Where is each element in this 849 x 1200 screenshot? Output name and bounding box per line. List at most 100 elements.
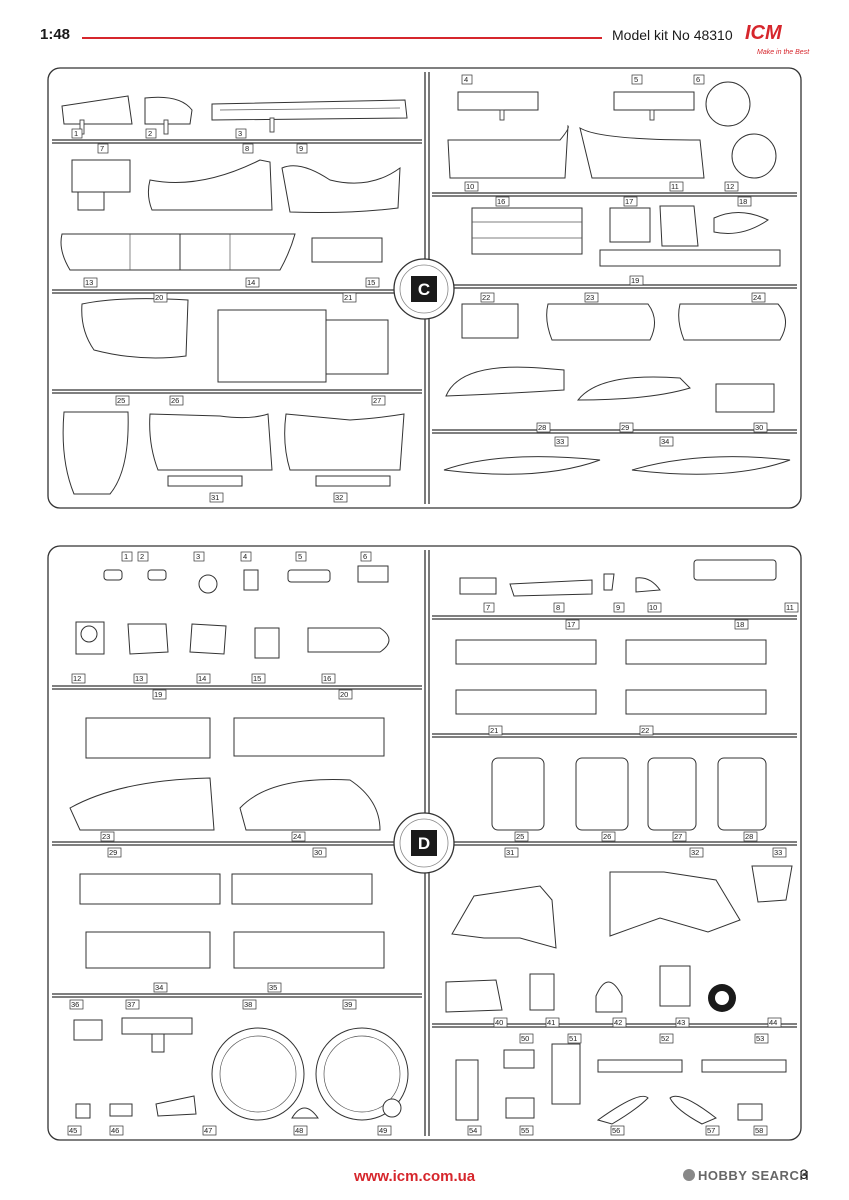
sprue-d-part-label: 3	[193, 551, 205, 562]
sprue-d-part-label: 33	[772, 847, 787, 858]
sprue-d-part-label: 41	[545, 1017, 560, 1028]
sprue-c-frame	[47, 67, 802, 509]
svg-text:28: 28	[745, 832, 753, 841]
sprue-d-part-label: 45	[67, 1125, 82, 1136]
sprue-d-part-label: 5	[295, 551, 307, 562]
sprue-c-part-label: 10	[464, 181, 479, 192]
sprue-d-part-label: 29	[107, 847, 122, 858]
sprue-d-part-label: 21	[488, 725, 503, 736]
svg-text:26: 26	[603, 832, 611, 841]
sprue-d-part-label: 28	[743, 831, 758, 842]
sprue-c	[47, 67, 802, 509]
svg-text:25: 25	[117, 396, 125, 405]
sprue-c-part-label: 15	[365, 277, 380, 288]
sprue-d-part-label: 38	[242, 999, 257, 1010]
sprue-c-part-labels: 1 2 3 4 5 6 7 8 9 10 11 12 13 14 15 16 1…	[71, 74, 768, 503]
sprue-d-part-label: 18	[734, 619, 749, 630]
svg-text:52: 52	[661, 1034, 669, 1043]
svg-text:18: 18	[736, 620, 744, 629]
svg-text:11: 11	[786, 603, 794, 612]
sprue-d-part-label: 31	[504, 847, 519, 858]
sprue-c-part-label: 16	[495, 196, 510, 207]
sprue-d-part-label: 36	[69, 999, 84, 1010]
sprue-c-part-label: 23	[584, 292, 599, 303]
sprue-c-part-label: 28	[536, 422, 551, 433]
sprue-d-part-label: 35	[267, 982, 282, 993]
sprue-d-part-label: 56	[610, 1125, 625, 1136]
svg-text:5: 5	[634, 75, 638, 84]
svg-text:27: 27	[373, 396, 381, 405]
svg-text:12: 12	[73, 674, 81, 683]
sprue-c-part-label: 2	[145, 128, 157, 139]
sprue-d-part-label: 26	[601, 831, 616, 842]
svg-text:20: 20	[340, 690, 348, 699]
svg-text:12: 12	[726, 182, 734, 191]
sprue-c-part-label: 33	[554, 436, 569, 447]
sprue-c-part-label: 6	[693, 74, 705, 85]
svg-text:23: 23	[102, 832, 110, 841]
sprue-c-part-label: 17	[623, 196, 638, 207]
sprue-d-part-label: 23	[100, 831, 115, 842]
sprue-c-part-label: 22	[480, 292, 495, 303]
svg-text:51: 51	[569, 1034, 577, 1043]
sprue-c-part-label: 3	[235, 128, 247, 139]
svg-text:19: 19	[631, 276, 639, 285]
sprue-c-part-label: 5	[631, 74, 643, 85]
svg-text:43: 43	[677, 1018, 685, 1027]
svg-text:28: 28	[538, 423, 546, 432]
watermark-text: HOBBY SEARCH	[698, 1168, 810, 1183]
svg-text:24: 24	[293, 832, 301, 841]
svg-text:11: 11	[671, 182, 679, 191]
sprue-d-part-labels: 1 2 3 4 5 6 7 8 9 10 11 12 13 14 15 16 1…	[67, 551, 799, 1136]
logo-tagline: Make in the Best	[757, 49, 810, 56]
svg-text:21: 21	[490, 726, 498, 735]
svg-text:41: 41	[547, 1018, 555, 1027]
sprue-d-part-label: 49	[377, 1125, 392, 1136]
sprue-d-frame	[47, 545, 802, 1141]
svg-text:14: 14	[198, 674, 206, 683]
svg-text:20: 20	[155, 293, 163, 302]
website-link[interactable]: www.icm.com.ua	[354, 1168, 476, 1185]
sprue-d-part-label: 43	[675, 1017, 690, 1028]
sprue-d-part-label: 7	[483, 602, 495, 613]
svg-text:9: 9	[616, 603, 620, 612]
svg-text:29: 29	[109, 848, 117, 857]
sprue-d-part-label: 48	[293, 1125, 308, 1136]
icm-logo: ICM Make in the Best	[733, 20, 813, 64]
sprue-d-part-label: 24	[291, 831, 306, 842]
sprue-d-part-label: 1	[121, 551, 133, 562]
sprue-d-part-label: 2	[137, 551, 149, 562]
sprue-c-part-label: 11	[669, 181, 684, 192]
svg-text:17: 17	[567, 620, 575, 629]
svg-text:2: 2	[140, 552, 144, 561]
sprue-c-part-label: 13	[83, 277, 98, 288]
svg-text:9: 9	[299, 144, 303, 153]
sprue-d-part-label: 30	[312, 847, 327, 858]
sprue-c-part-label: 18	[737, 196, 752, 207]
sprue-c-part-label: 34	[659, 436, 674, 447]
svg-text:50: 50	[521, 1034, 529, 1043]
sprue-c-part-label: 24	[751, 292, 766, 303]
sprue-d-part-label: 44	[767, 1017, 782, 1028]
svg-text:30: 30	[314, 848, 322, 857]
svg-text:32: 32	[691, 848, 699, 857]
svg-text:35: 35	[269, 983, 277, 992]
sprue-d-part-label: 51	[567, 1033, 582, 1044]
svg-text:3: 3	[238, 129, 242, 138]
svg-text:45: 45	[69, 1126, 77, 1135]
sprue-d-part-label: 9	[613, 602, 625, 613]
svg-text:54: 54	[469, 1126, 477, 1135]
sprue-d-part-label: 52	[659, 1033, 674, 1044]
svg-text:10: 10	[649, 603, 657, 612]
svg-text:37: 37	[127, 1000, 135, 1009]
svg-text:5: 5	[298, 552, 302, 561]
sprue-d-letter: D	[418, 834, 430, 853]
svg-text:23: 23	[586, 293, 594, 302]
svg-text:8: 8	[556, 603, 560, 612]
sprue-d-part-label: 15	[251, 673, 266, 684]
sprue-c-part-label: 19	[629, 275, 644, 286]
sprue-d-part-label: 27	[672, 831, 687, 842]
svg-text:15: 15	[367, 278, 375, 287]
svg-text:10: 10	[466, 182, 474, 191]
